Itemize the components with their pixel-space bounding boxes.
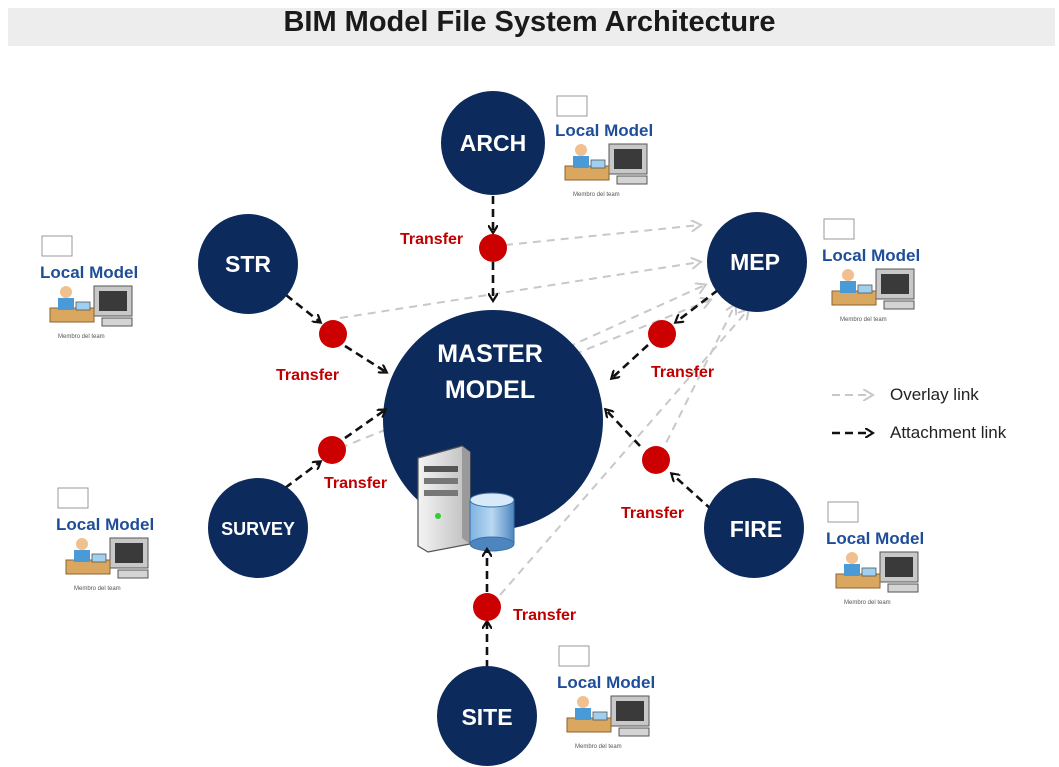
local-model-survey: Local Model Membro del team [56,487,154,592]
transfer-label-arch: Transfer [400,231,463,248]
database-cylinder-icon [469,492,515,552]
local-model-fire: Local Model Membro del team [826,501,924,606]
node-survey: SURVEY [208,478,308,578]
title-bar [8,8,1055,46]
overlay-link-site-mep [499,310,748,596]
transfer-points [318,234,676,621]
node-str: STR [198,214,298,314]
master-model-label-line2: MODEL [445,376,535,404]
attachment-link-fire-master [606,410,641,447]
node-site-label: SITE [461,704,512,730]
server-icon [417,445,471,553]
node-site: SITE [437,666,537,766]
transfer-label-mep: Transfer [651,364,714,381]
team-workstation-icon [564,143,648,185]
local-model-mep: Local Model Membro del team [822,218,920,323]
attachment-link-str [285,293,320,322]
local-model-label: Local Model [555,121,653,140]
local-model-caption: Membro del team [74,586,121,592]
node-fire: FIRE [704,478,804,578]
local-model-label: Local Model [40,263,138,282]
node-fire-label: FIRE [730,516,782,542]
local-model-label: Local Model [56,515,154,534]
document-icon [823,218,855,240]
document-icon [827,501,859,523]
local-model-site: Local Model Membro del team [557,645,655,750]
node-arch-label: ARCH [460,130,526,156]
attachment-link-mep [676,288,719,322]
attachment-link-fire [672,474,713,511]
document-icon [556,95,588,117]
transfer-label-str: Transfer [276,367,339,384]
transfer-dot-arch [479,234,507,262]
transfer-dot-site [473,593,501,621]
local-model-caption: Membro del team [58,334,105,340]
local-model-label: Local Model [822,246,920,265]
overlay-link-str-mep [339,262,700,319]
transfer-label-survey: Transfer [324,475,387,492]
master-model-label-line1: MASTER [437,340,543,368]
node-arch: ARCH [441,91,545,195]
document-icon [558,645,590,667]
transfer-dot-str [319,320,347,348]
diagram-title: BIM Model File System Architecture [283,6,776,38]
legend-attachment-label: Attachment link [890,423,1007,442]
attachment-link-str-master [344,344,386,372]
legend-overlay-label: Overlay link [890,385,979,404]
transfer-label-site: Transfer [513,607,576,624]
team-workstation-icon [831,268,915,310]
team-workstation-icon [835,551,919,593]
local-model-caption: Membro del team [844,600,891,606]
attachment-link-survey [284,462,320,490]
local-model-caption: Membro del team [575,744,622,750]
team-workstation-icon [49,285,133,327]
transfer-dot-survey [318,436,346,464]
attachment-links [284,196,719,668]
attachment-link-survey-master [344,410,385,440]
attachment-link-mep-master [612,344,649,378]
overlay-link-arch-mep [504,225,700,246]
local-model-str: Local Model Membro del team [40,235,138,340]
local-model-caption: Membro del team [573,192,620,198]
transfer-dot-fire [642,446,670,474]
node-survey-label: SURVEY [221,519,295,539]
document-icon [41,235,73,257]
transfer-dot-mep [648,320,676,348]
legend: Overlay link Attachment link [832,385,1007,442]
document-icon [57,487,89,509]
team-workstation-icon [65,537,149,579]
local-model-label: Local Model [826,529,924,548]
local-model-arch: Local Model Membro del team [555,95,653,198]
team-workstation-icon [566,695,650,737]
node-str-label: STR [225,251,271,277]
local-model-caption: Membro del team [840,317,887,323]
node-mep: MEP [707,212,807,312]
transfer-label-fire: Transfer [621,505,684,522]
node-mep-label: MEP [730,249,780,275]
local-model-label: Local Model [557,673,655,692]
